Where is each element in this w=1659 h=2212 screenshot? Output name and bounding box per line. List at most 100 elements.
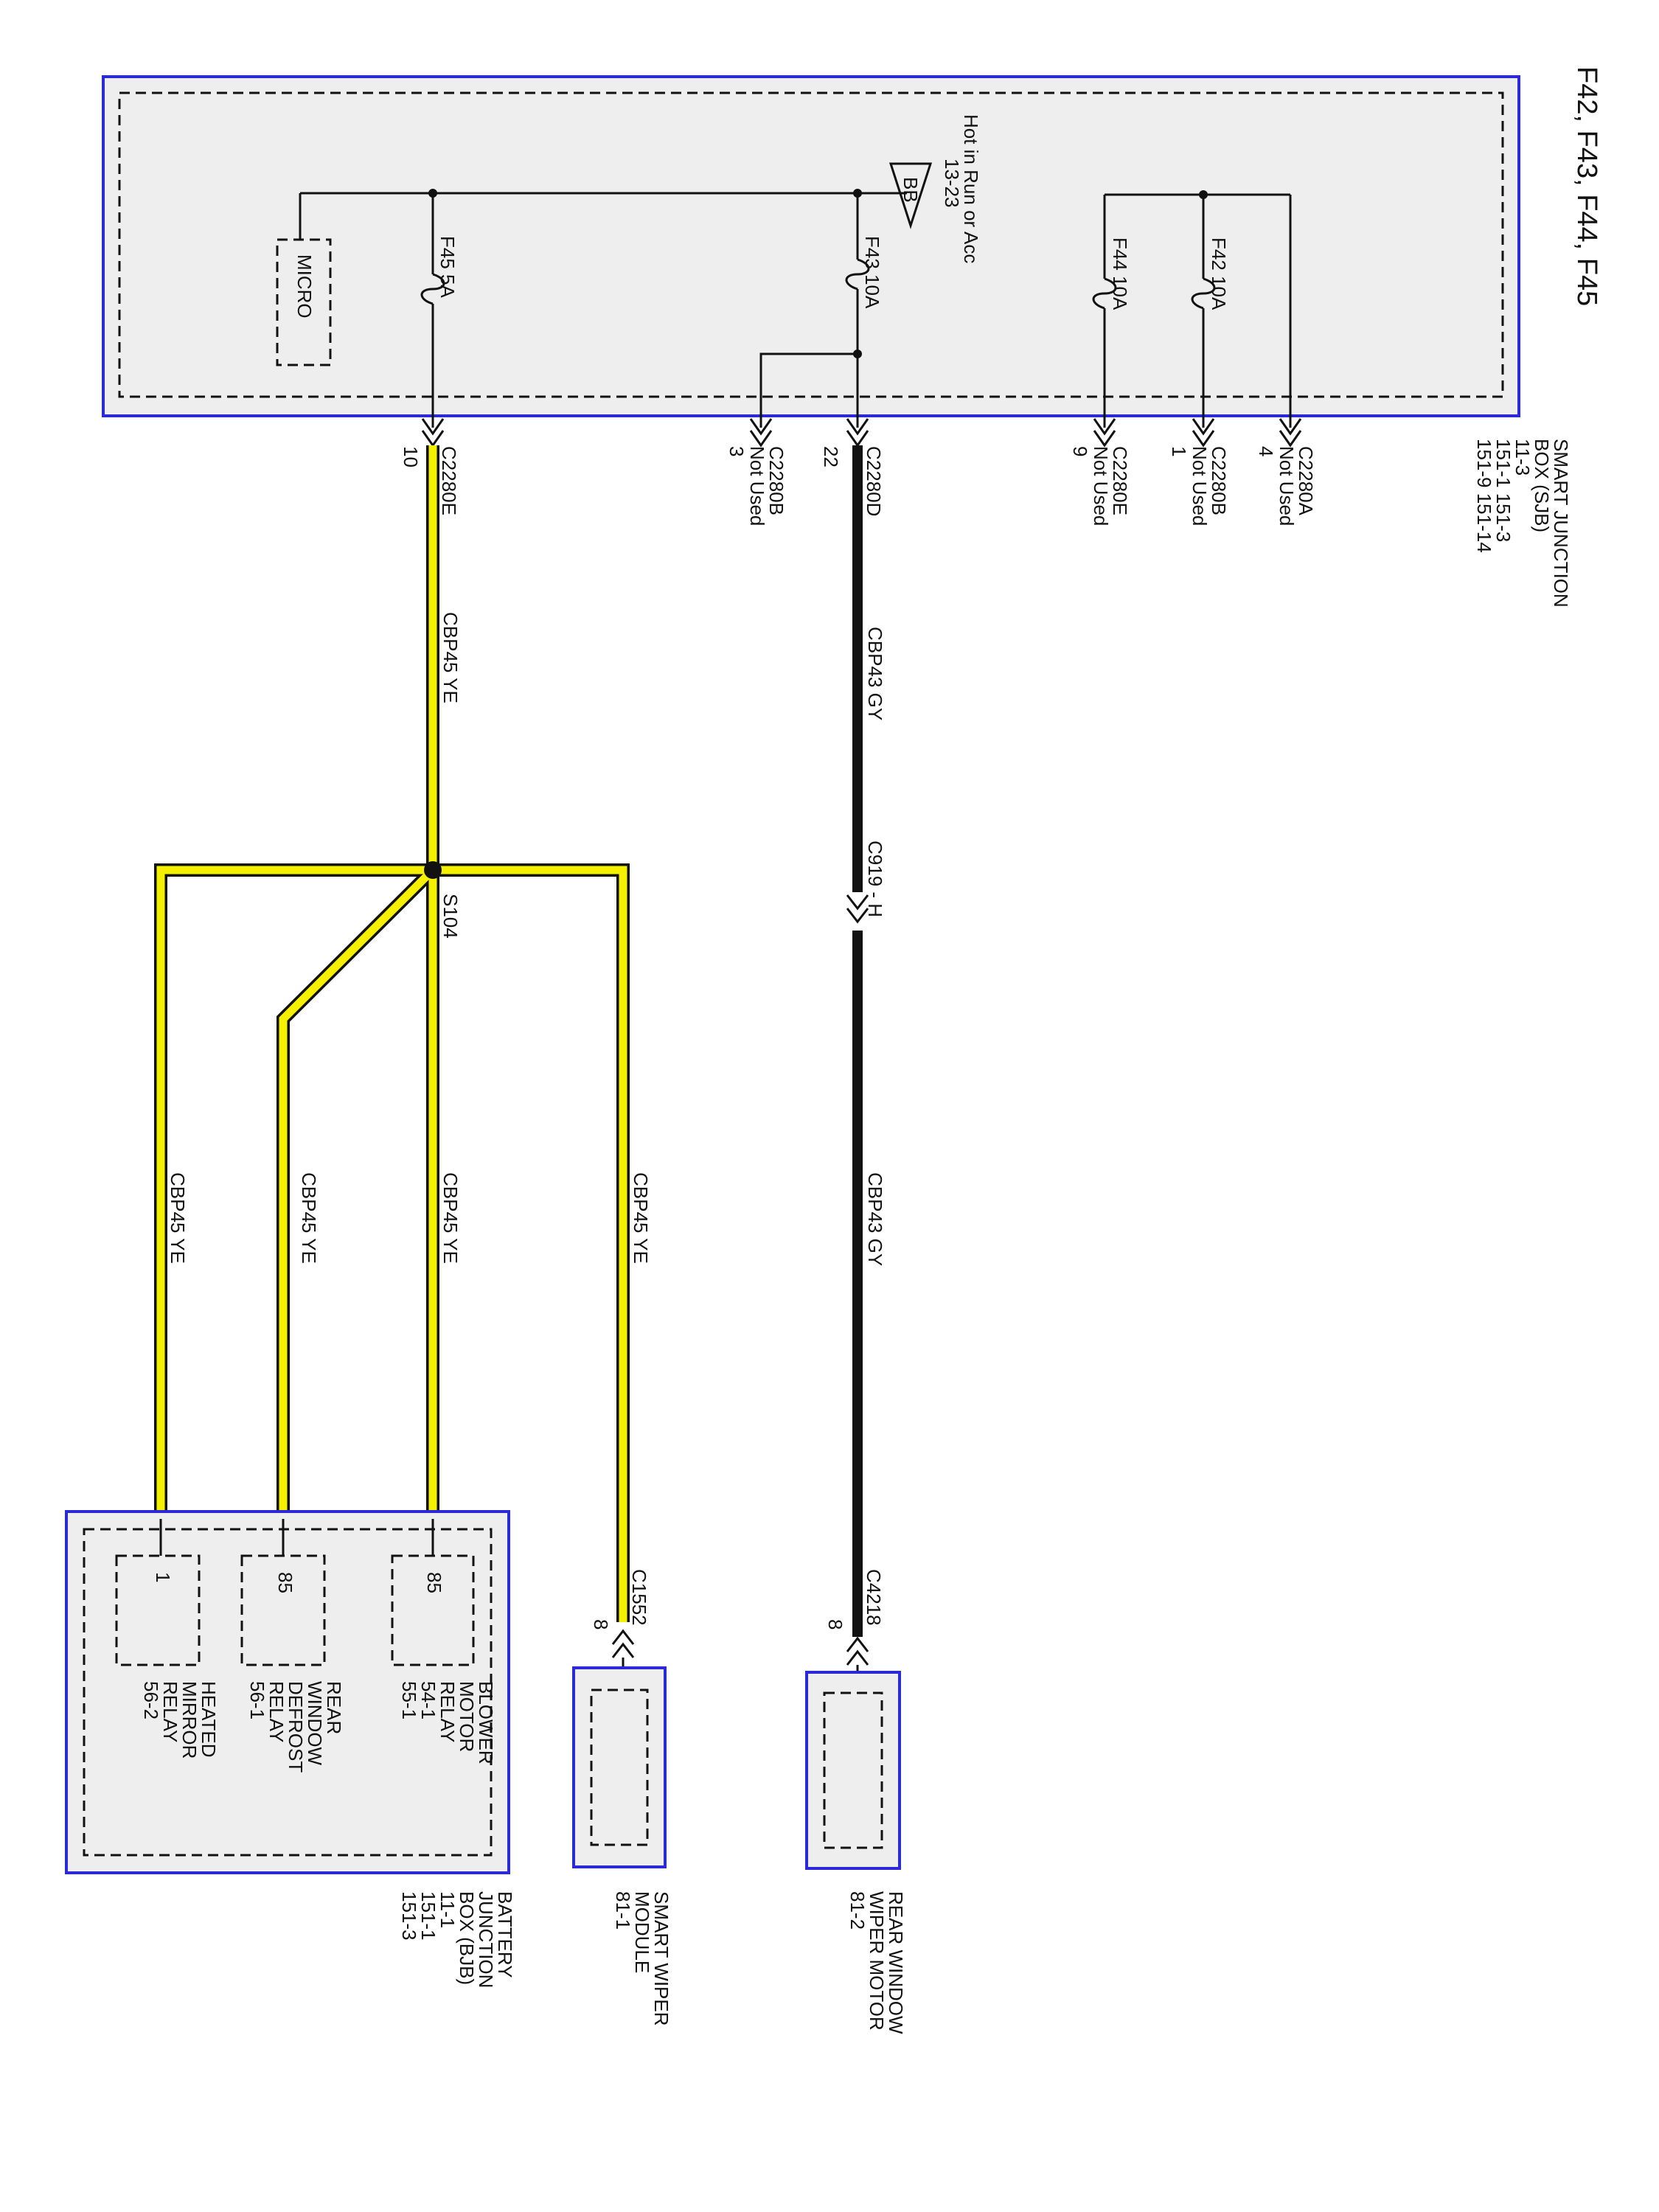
svg-text:56-2: 56-2 [140, 1681, 162, 1719]
svg-text:C4218: C4218 [863, 1569, 885, 1626]
svg-text:WIPER MOTOR: WIPER MOTOR [866, 1891, 888, 2031]
svg-text:RELAY: RELAY [437, 1681, 459, 1742]
svg-text:8: 8 [824, 1619, 846, 1630]
c919-label: C919 - H [864, 841, 886, 917]
bb-bus-triangle [888, 162, 933, 229]
sjb-connector-arrows [421, 418, 1302, 448]
svg-text:11-3: 11-3 [1512, 439, 1534, 476]
svg-text:10: 10 [400, 446, 422, 467]
svg-text:151-1 151-3: 151-1 151-3 [1492, 439, 1514, 542]
svg-text:JUNCTION: JUNCTION [475, 1891, 497, 1988]
svg-text:C2280A: C2280A [1295, 446, 1317, 516]
svg-text:REAR WINDOW: REAR WINDOW [885, 1891, 907, 2034]
sjb-inner [118, 91, 1504, 398]
svg-text:81-2: 81-2 [846, 1891, 869, 1930]
c2280e-10-label: C2280E 10 [400, 446, 460, 515]
svg-text:REAR: REAR [323, 1681, 345, 1734]
svg-text:22: 22 [820, 446, 842, 467]
svg-text:151-1: 151-1 [417, 1891, 439, 1941]
svg-text:C2280E: C2280E [438, 446, 460, 515]
sjb-box [102, 75, 1520, 417]
svg-text:55-1: 55-1 [398, 1681, 420, 1719]
svg-text:C2280B: C2280B [1208, 446, 1230, 515]
f45-fuse-icon [420, 273, 445, 305]
svg-text:Not Used: Not Used [1189, 446, 1211, 526]
svg-text:1: 1 [1168, 446, 1190, 456]
svg-text:MIRROR: MIRROR [178, 1681, 201, 1759]
bjb-label: BATTERY JUNCTION BOX (BJB) 11-1 151-1 15… [398, 1891, 516, 1988]
svg-text:C2280E: C2280E [1109, 446, 1131, 515]
cbp43-label-upper: CBP43 GY [864, 627, 886, 720]
cbp45-label-wiper-module: CBP45 YE [630, 1172, 652, 1264]
f42-fuse-icon [1191, 277, 1216, 310]
svg-text:56-1: 56-1 [246, 1681, 268, 1719]
relay-heated-mirror: 1 HEATED MIRROR RELAY 56-2 [115, 1519, 220, 1759]
svg-text:RELAY: RELAY [265, 1681, 288, 1742]
smart-wiper-module-label: SMART WIPER MODULE 81-1 [612, 1891, 672, 2026]
micro-box [276, 238, 332, 366]
cbp45-label-heated-mirror: CBP45 YE [167, 1172, 189, 1264]
svg-text:151-9 151-14: 151-9 151-14 [1473, 439, 1495, 553]
c2280b-3-label: C2280B Not Used 3 [726, 446, 787, 526]
f44-label: F44 10A [1109, 237, 1131, 310]
svg-text:9: 9 [1069, 446, 1091, 456]
c2280a-4-label: C2280A Not Used 4 [1255, 446, 1317, 526]
svg-text:SMART WIPER: SMART WIPER [650, 1891, 672, 2026]
power-feed-label: Hot in Run or Acc 13-23 [941, 114, 982, 263]
bjb-box [65, 1510, 510, 1874]
cbp45-wire-harness [154, 445, 630, 1622]
svg-text:BLOWER: BLOWER [475, 1681, 497, 1764]
sjb-label: SMART JUNCTION BOX (SJB) 11-3 151-1 151-… [1473, 439, 1572, 608]
rear-wiper-motor-box [805, 1671, 901, 1870]
f43-label: F43 10A [861, 236, 883, 309]
bjb-inner [83, 1528, 493, 1857]
svg-text:BATTERY: BATTERY [494, 1891, 516, 1978]
s104-splice-dot [424, 861, 442, 879]
svg-text:151-3: 151-3 [398, 1891, 420, 1941]
svg-text:81-1: 81-1 [612, 1891, 634, 1930]
cbp43-label-lower: CBP43 GY [864, 1172, 886, 1266]
cbp45-label-blower: CBP45 YE [439, 1172, 462, 1264]
micro-label: MICRO [293, 254, 316, 319]
c2280d-22-label: C2280D 22 [820, 446, 885, 516]
cbp45-label-defrost: CBP45 YE [298, 1172, 320, 1264]
svg-text:3: 3 [726, 446, 748, 456]
svg-text:C2280D: C2280D [863, 446, 885, 516]
svg-text:BOX (BJB): BOX (BJB) [456, 1891, 478, 1985]
rear-wiper-motor-label: REAR WINDOW WIPER MOTOR 81-2 [846, 1891, 907, 2034]
svg-text:85: 85 [423, 1572, 445, 1593]
svg-text:Not Used: Not Used [746, 446, 768, 526]
f43-fuse-icon [845, 258, 870, 291]
diagram-title: F42, F43, F44, F45 [1571, 66, 1602, 306]
svg-text:BOX (SJB): BOX (SJB) [1531, 439, 1553, 532]
s104-label: S104 [439, 894, 462, 939]
c2280e-9-label: C2280E Not Used 9 [1069, 446, 1131, 526]
svg-text:DEFROST: DEFROST [285, 1681, 307, 1773]
svg-text:1: 1 [152, 1572, 174, 1582]
svg-text:MOTOR: MOTOR [456, 1681, 478, 1752]
svg-text:8: 8 [590, 1619, 612, 1630]
f43-branch-line [759, 352, 858, 428]
svg-text:C2280B: C2280B [765, 446, 787, 515]
c919-connector [846, 894, 869, 924]
relay-rear-window-defrost: 85 REAR WINDOW DEFROST RELAY 56-1 [240, 1519, 345, 1773]
f45-label: F45 5A [437, 236, 459, 298]
rear-wiper-motor-inner [823, 1691, 883, 1849]
svg-text:54-1: 54-1 [417, 1681, 439, 1719]
f44-fuse-icon [1092, 277, 1117, 310]
bb-bus-tag: BB [900, 177, 922, 203]
svg-text:Not Used: Not Used [1090, 446, 1112, 526]
svg-text:Hot in Run or Acc: Hot in Run or Acc [960, 114, 982, 263]
smart-wiper-module-box [572, 1666, 667, 1868]
relay-blower-motor: 85 BLOWER MOTOR RELAY 54-1 55-1 [391, 1519, 497, 1764]
svg-text:RELAY: RELAY [159, 1681, 181, 1742]
svg-text:HEATED: HEATED [198, 1681, 220, 1758]
svg-text:WINDOW: WINDOW [304, 1681, 326, 1766]
f42-label: F42 10A [1208, 237, 1230, 310]
cbp45-label-main: CBP45 YE [439, 612, 462, 703]
svg-text:MODULE: MODULE [631, 1891, 653, 1973]
svg-text:SMART JUNCTION: SMART JUNCTION [1550, 439, 1572, 608]
svg-text:Not Used: Not Used [1276, 446, 1298, 526]
svg-text:13-23: 13-23 [941, 159, 963, 208]
